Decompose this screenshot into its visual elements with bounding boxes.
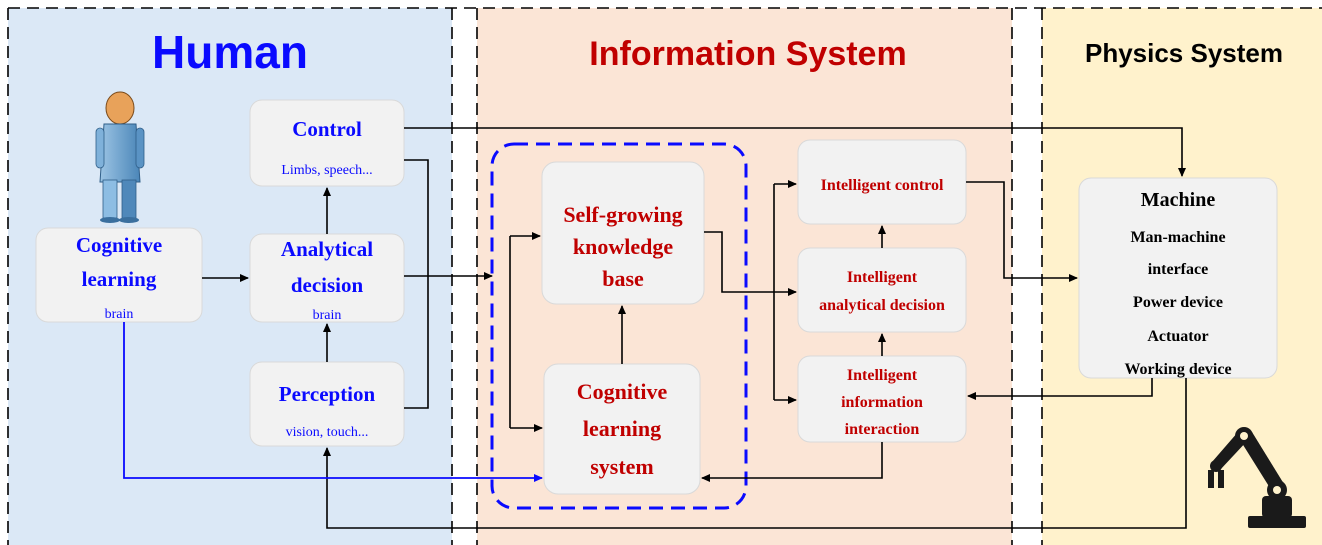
perception-title: Perception bbox=[279, 382, 376, 406]
control-box bbox=[249, 99, 405, 187]
information-system-title: Information System bbox=[589, 35, 906, 73]
intelligent-control-title: Intelligent control bbox=[821, 177, 944, 194]
intelligent-analytical-decision-line2: analytical decision bbox=[819, 297, 945, 314]
robot-arm-icon bbox=[1208, 427, 1306, 528]
analytical-decision-sub: brain bbox=[313, 308, 342, 323]
cognitive-learning-line1: Cognitive bbox=[76, 233, 162, 257]
analytical-decision-line1: Analytical bbox=[281, 237, 373, 261]
machine-item-3: Power device bbox=[1133, 294, 1223, 311]
intelligent-information-interaction-line1: Intelligent bbox=[847, 367, 918, 384]
machine-item-5: Working device bbox=[1124, 361, 1231, 378]
knowledge-base-line2: knowledge bbox=[573, 234, 673, 259]
knowledge-base-line3: base bbox=[602, 266, 644, 291]
machine-item-4: Actuator bbox=[1147, 328, 1208, 345]
machine-box bbox=[1078, 177, 1278, 379]
cognitive-learning-box bbox=[35, 227, 203, 323]
intelligent-information-interaction-line2: information bbox=[841, 394, 923, 411]
machine-item-2: interface bbox=[1148, 261, 1208, 278]
knowledge-base-box bbox=[541, 161, 705, 305]
intelligent-analytical-decision-box bbox=[797, 247, 967, 333]
machine-item-1: Man-machine bbox=[1130, 229, 1225, 246]
analytical-decision-line2: decision bbox=[291, 273, 364, 297]
control-title: Control bbox=[292, 117, 362, 141]
intelligent-analytical-decision-line1: Intelligent bbox=[847, 269, 918, 286]
physics-system-title: Physics System bbox=[1085, 38, 1283, 68]
region-borders bbox=[7, 7, 1322, 545]
perception-sub: vision, touch... bbox=[286, 425, 369, 440]
intelligent-information-interaction-line3: interaction bbox=[845, 421, 920, 438]
human-title: Human bbox=[152, 26, 308, 78]
person-icon bbox=[95, 91, 145, 223]
cognitive-learning-line2: learning bbox=[82, 267, 157, 291]
cognitive-learning-system-line2: learning bbox=[583, 416, 661, 441]
machine-title: Machine bbox=[1141, 189, 1216, 211]
control-sub: Limbs, speech... bbox=[281, 163, 372, 178]
cognitive-learning-system-line3: system bbox=[590, 454, 654, 479]
knowledge-group-outline bbox=[490, 142, 748, 510]
cognitive-learning-sub: brain bbox=[105, 307, 134, 322]
cognitive-learning-system-line1: Cognitive bbox=[577, 379, 668, 404]
blue-connector bbox=[123, 322, 543, 482]
knowledge-base-line1: Self-growing bbox=[563, 202, 682, 227]
connectors bbox=[202, 127, 1187, 529]
